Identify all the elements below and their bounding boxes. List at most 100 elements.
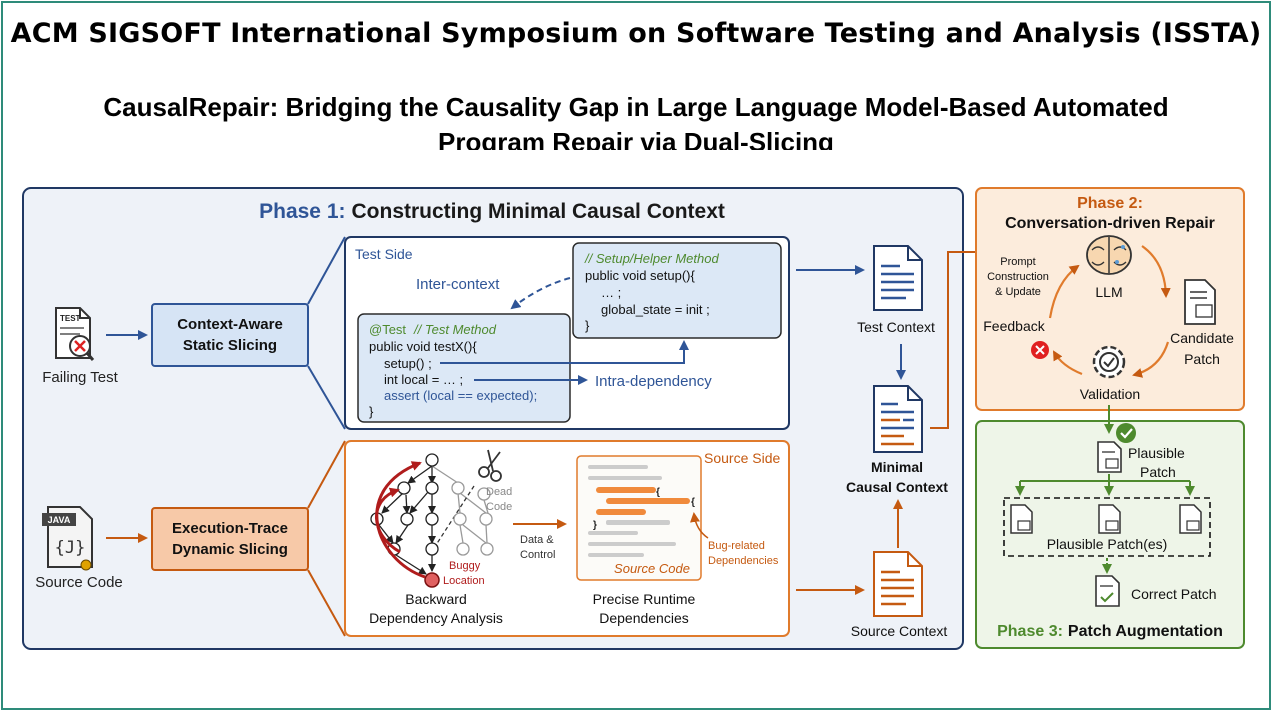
bug-related-label-2: Dependencies	[708, 555, 779, 567]
setup-call-arrow	[440, 340, 689, 364]
phase3-title: Phase 3:Patch Augmentation	[997, 623, 1223, 640]
patch-icon-1	[1010, 504, 1033, 534]
plausible-label-1: Plausible	[1128, 445, 1185, 461]
plausible-patch-icon	[1097, 441, 1122, 473]
feedback-label: Feedback	[983, 318, 1045, 334]
inter-context-arrow	[510, 277, 571, 310]
phase2-title: Conversation-driven Repair	[1005, 215, 1215, 232]
llm-brain-icon	[1086, 235, 1132, 275]
test-method-box	[357, 313, 571, 423]
dynamic-slicing-box	[151, 507, 309, 571]
test-line5: }	[369, 404, 374, 419]
dead-code-label-2: Code	[486, 501, 512, 513]
cycle-arrow-feedback-llm	[1048, 264, 1080, 319]
java-source-icon: JAVA {J}	[42, 506, 93, 571]
correct-patch-label: Correct Patch	[1131, 586, 1217, 602]
helper-method-box	[572, 242, 782, 339]
code-lines	[588, 465, 690, 557]
dependency-graph	[370, 453, 494, 588]
buggy-label-1: Buggy	[449, 560, 481, 572]
precise-label-2: Dependencies	[599, 610, 689, 626]
paper-title-line1: CausalRepair: Bridging the Causality Gap…	[103, 92, 1169, 122]
minimal-context-label-1: Minimal	[871, 459, 923, 475]
prompt-label-1: Prompt	[1000, 256, 1035, 268]
phase1-title: Phase 1:Constructing Minimal Causal Cont…	[259, 200, 725, 223]
cycle-arrow-llm-candidate	[1141, 245, 1171, 298]
phase2-prefix: Phase 2:	[1077, 195, 1143, 212]
patch-icon-3	[1179, 504, 1202, 534]
paper-title-line2: Program Repair via Dual-Slicing	[438, 127, 834, 150]
plausible-patches-label: Plausible Patch(es)	[1047, 536, 1168, 552]
dynamic-zoom-lines	[307, 440, 346, 637]
inter-context-label: Inter-context	[416, 276, 500, 293]
dynamic-slicing-line2: Dynamic Slicing	[172, 541, 288, 558]
helper-comment: // Setup/Helper Method	[584, 251, 719, 266]
intra-dependency-label: Intra-dependency	[595, 373, 712, 390]
helper-line3: global_state = init ;	[601, 302, 710, 317]
buggy-location-node	[424, 572, 440, 588]
test-line4: assert (local == expected);	[384, 388, 537, 403]
source-context-doc-icon	[873, 551, 923, 617]
test-line2: setup() ;	[384, 356, 432, 371]
venue-title: ACM SIGSOFT International Symposium on S…	[10, 18, 1262, 49]
correct-patch-icon	[1095, 575, 1120, 607]
static-slicing-box	[151, 303, 309, 367]
precise-label-1: Precise Runtime	[593, 591, 696, 607]
brace-open-1: {	[656, 487, 660, 498]
helper-line1: public void setup(){	[585, 268, 695, 283]
branch-lines	[1020, 474, 1190, 482]
brace-open-2: {	[691, 497, 695, 508]
source-code-label: Source Code	[35, 574, 123, 591]
svg-text:{J}: {J}	[55, 538, 86, 558]
validation-label: Validation	[1080, 386, 1140, 402]
dynamic-slicing-line1: Execution-Trace	[172, 520, 288, 537]
minimal-context-label-2: Causal Context	[846, 479, 948, 495]
failing-test-icon: TEST	[55, 307, 95, 361]
svg-text:TEST: TEST	[60, 314, 81, 323]
candidate-label-1: Candidate	[1170, 330, 1234, 346]
source-code-caption: Source Code	[614, 561, 690, 576]
reject-x-icon	[1031, 341, 1049, 359]
svg-text:JAVA: JAVA	[48, 515, 71, 525]
dead-code-label-1: Dead	[486, 486, 512, 498]
cycle-arrow-validation-feedback	[1053, 350, 1083, 376]
bug-related-label-1: Bug-related	[708, 540, 765, 552]
static-zoom-lines	[307, 236, 346, 430]
test-context-label: Test Context	[857, 319, 935, 335]
static-slicing-line2: Static Slicing	[183, 337, 277, 354]
prompt-label-2: Construction	[987, 271, 1049, 283]
cycle-arrow-candidate-validation	[1132, 341, 1170, 378]
test-side-label: Test Side	[355, 246, 413, 262]
paper-title: CausalRepair: Bridging the Causality Gap…	[0, 90, 1272, 150]
backward-label-1: Backward	[405, 591, 466, 607]
llm-label: LLM	[1095, 284, 1122, 300]
static-slicing-line1: Context-Aware	[177, 316, 283, 333]
data-control-label-1: Data &	[520, 534, 554, 546]
plausible-patches-group	[1003, 497, 1211, 557]
failing-test-label: Failing Test	[42, 369, 118, 386]
bug-related-arrow	[690, 512, 709, 539]
validation-gear-icon	[1092, 345, 1126, 379]
patch-icon-2	[1098, 504, 1121, 534]
check-circle-icon	[1116, 423, 1136, 443]
source-side-label: Source Side	[704, 450, 780, 466]
minimal-context-doc-icon	[873, 385, 923, 453]
buggy-label-2: Location	[443, 575, 485, 587]
data-control-label-2: Control	[520, 549, 555, 561]
candidate-label-2: Patch	[1184, 351, 1220, 367]
plausible-label-2: Patch	[1140, 464, 1176, 480]
backward-label-2: Dependency Analysis	[369, 610, 503, 626]
test-context-doc-icon	[873, 245, 923, 311]
scissors-icon	[478, 449, 502, 482]
test-line3: int local = … ;	[384, 372, 463, 387]
helper-line4: }	[585, 318, 590, 333]
prompt-label-3: & Update	[995, 286, 1041, 298]
source-context-label: Source Context	[851, 623, 948, 639]
helper-line2: … ;	[601, 285, 621, 300]
brace-close: }	[593, 520, 597, 531]
candidate-patch-icon	[1184, 279, 1216, 325]
test-line1: public void testX(){	[369, 339, 477, 354]
test-method-header: @Test// Test Method	[369, 322, 497, 337]
